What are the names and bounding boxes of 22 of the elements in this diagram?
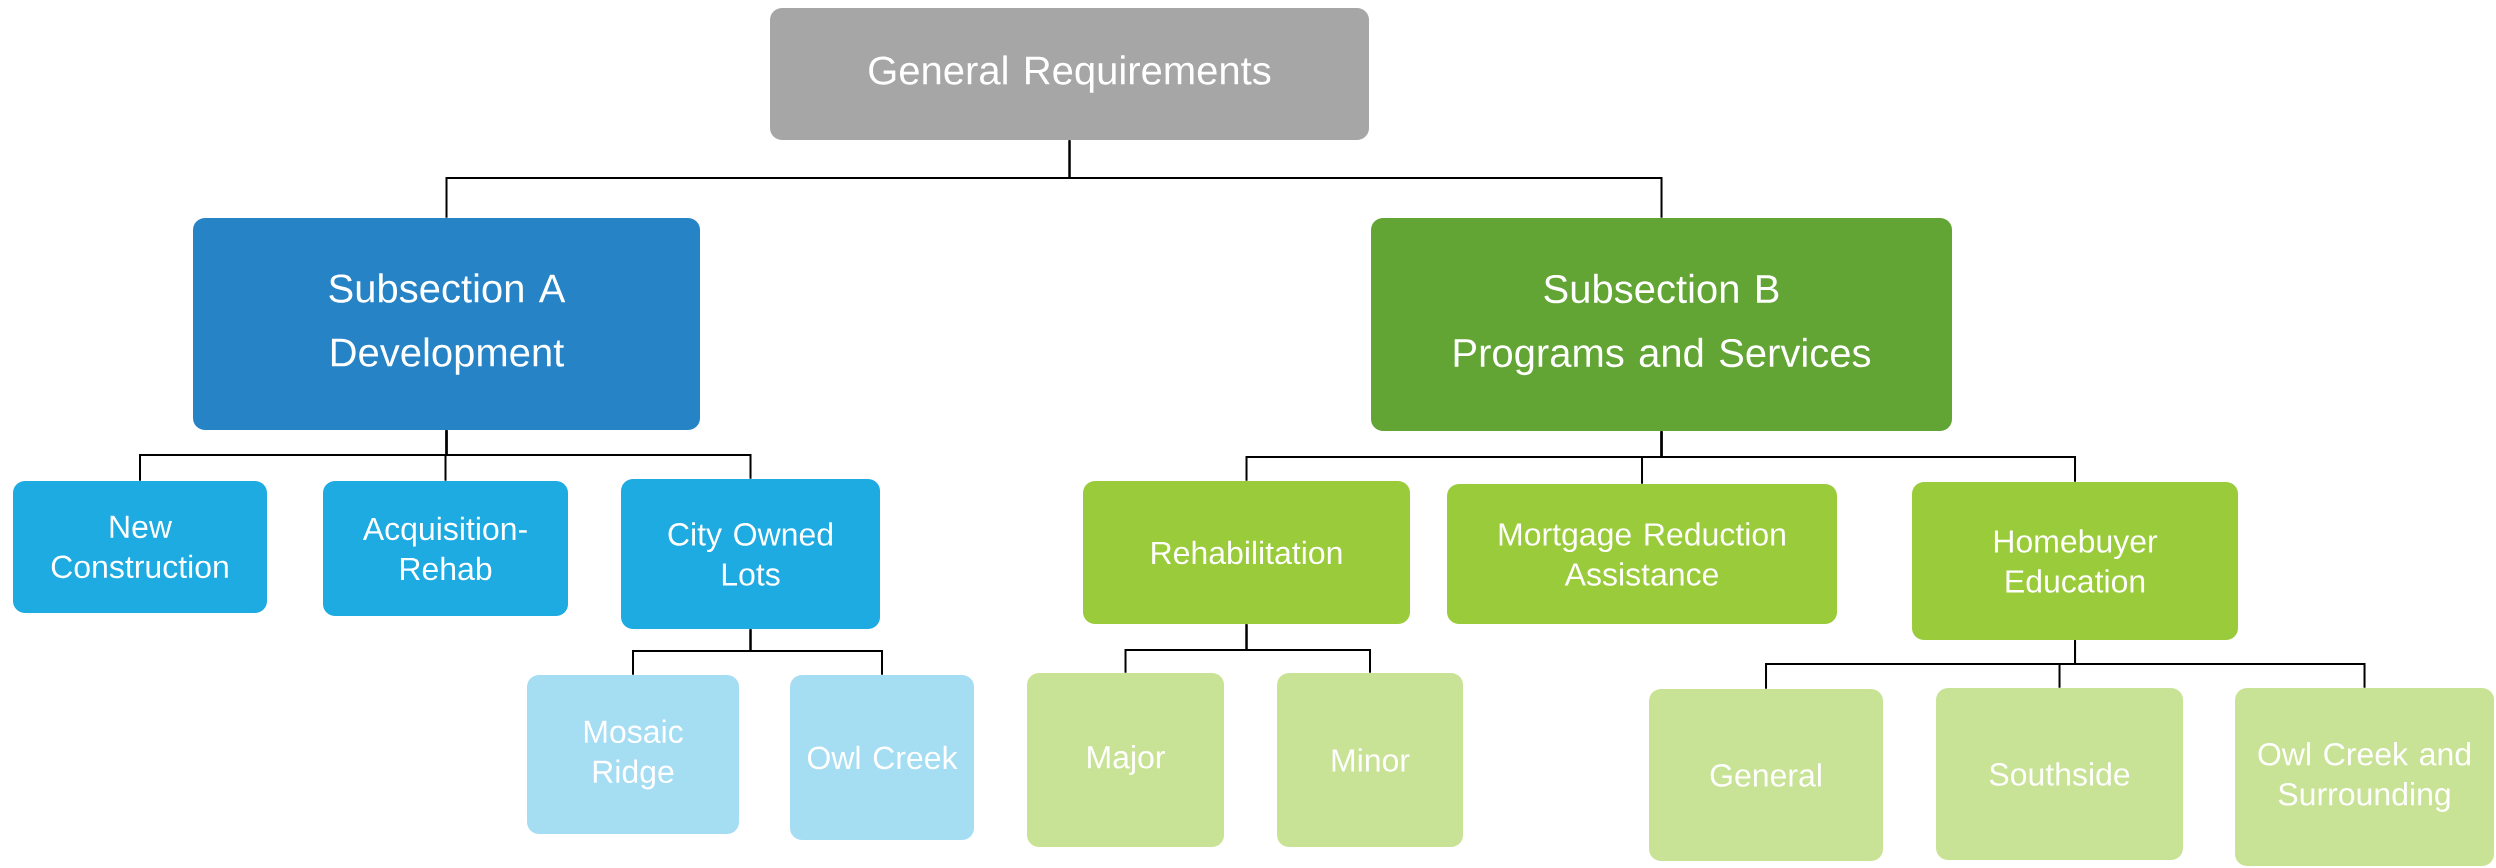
connector bbox=[1660, 430, 2077, 483]
category-box: New Construction bbox=[13, 481, 267, 613]
connector bbox=[445, 429, 752, 480]
item-box: Owl Creek bbox=[790, 675, 974, 840]
item-box: General bbox=[1649, 689, 1883, 861]
connector bbox=[1245, 623, 1371, 674]
item-box: Major bbox=[1027, 673, 1224, 847]
item-box: Mosaic Ridge bbox=[527, 675, 739, 834]
category-box: Mortgage Reduction Assistance bbox=[1447, 484, 1837, 624]
category-box: Acquisition-Rehab bbox=[323, 481, 568, 616]
connector bbox=[2074, 639, 2366, 689]
connector bbox=[749, 628, 883, 676]
section-box: Subsection B Programs and Services bbox=[1371, 218, 1952, 431]
item-box: Owl Creek and Surrounding bbox=[2235, 688, 2495, 866]
title-box: General Requirements bbox=[770, 8, 1369, 140]
item-box: Southside bbox=[1936, 688, 2184, 860]
category-box: Homebuyer Education bbox=[1912, 482, 2239, 640]
connector bbox=[1068, 139, 1663, 219]
category-box: City Owned Lots bbox=[621, 479, 880, 629]
section-box: Subsection A Development bbox=[193, 218, 700, 430]
category-box: Rehabilitation bbox=[1083, 481, 1410, 624]
item-box: Minor bbox=[1277, 673, 1463, 847]
